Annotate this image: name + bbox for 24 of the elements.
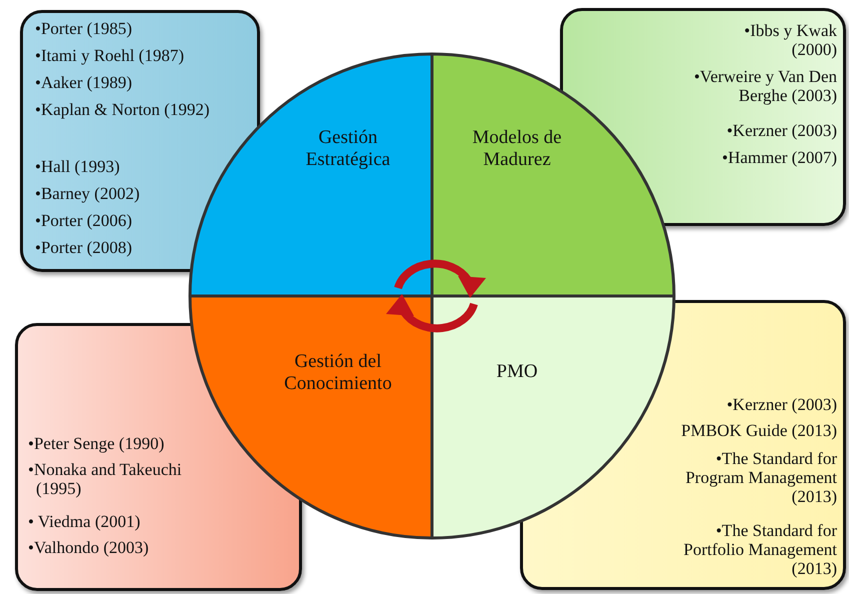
reference-item: PMBOK Guide (2013) xyxy=(680,421,837,440)
reference-item: •Ibbs y Kwak (2000) xyxy=(743,21,837,59)
quadrant-title: Gestión Estratégica xyxy=(304,127,392,171)
reference-item: • Viedma (2001) xyxy=(28,512,142,531)
reference-item: •Kaplan & Norton (1992) xyxy=(35,100,210,119)
reference-item: •Porter (2006) xyxy=(35,211,134,230)
reference-item: •Porter (2008) xyxy=(35,238,134,257)
quadrant-title: Modelos de Madurez xyxy=(471,127,563,171)
reference-item: •Kerzner (2003) xyxy=(726,121,837,140)
reference-item: •The Standard for Program Management (2013) xyxy=(684,449,837,506)
reference-item: •Itami y Roehl (1987) xyxy=(35,46,186,65)
reference-item: •Hammer (2007) xyxy=(721,148,837,167)
reference-item: •Barney (2002) xyxy=(35,184,141,203)
reference-item: •Verweire y Van Den Berghe (2003) xyxy=(692,67,837,105)
quadrant-title: Gestión del Conocimiento xyxy=(283,351,393,395)
reference-item: •Aaker (1989) xyxy=(35,73,134,92)
reference-item: •Kerzner (2003) xyxy=(726,395,837,414)
reference-item: •The Standard for Portfolio Management (2013) xyxy=(682,521,837,578)
reference-item: •Valhondo (2003) xyxy=(28,538,150,557)
reference-item: •Hall (1993) xyxy=(35,157,121,176)
reference-item: •Nonaka and Takeuchi (1995) xyxy=(28,460,183,498)
quadrant-title: PMO xyxy=(495,361,539,383)
reference-item: •Peter Senge (1990) xyxy=(28,434,166,453)
reference-item: •Porter (1985) xyxy=(35,19,134,38)
